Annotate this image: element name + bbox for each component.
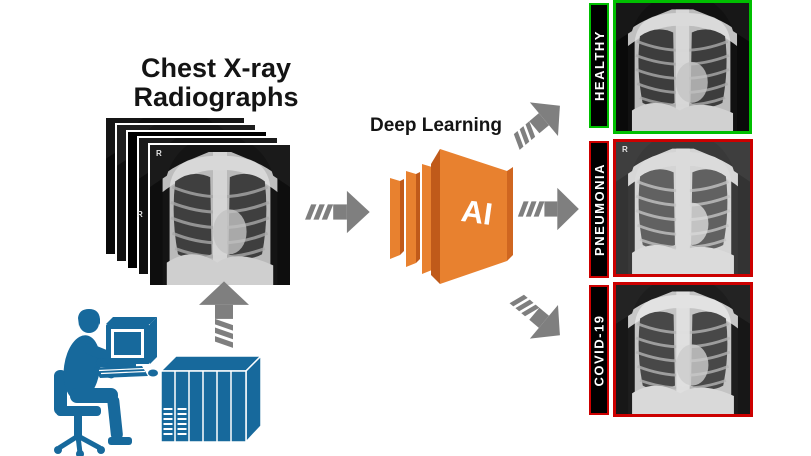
- category-xray-tile-healthy: [613, 0, 752, 134]
- category-label: COVID-19: [591, 314, 607, 386]
- r-marker: R: [622, 145, 628, 154]
- ai-text: AI: [459, 193, 495, 232]
- arrow-up-icon: [192, 279, 256, 351]
- category-xray-tile-covid: [613, 282, 753, 417]
- category-label-strip-pneumonia: PNEUMONIA: [589, 141, 609, 278]
- r-marker: R: [156, 149, 162, 158]
- r-marker: R: [137, 210, 143, 219]
- category-label: PNEUMONIA: [591, 163, 607, 256]
- category-xray-tile-pneumonia: R: [613, 139, 753, 277]
- deep-learning-label: Deep Learning: [370, 115, 502, 136]
- page-title-line2: Radiographs: [133, 82, 299, 113]
- page-title: Chest X-ray Radiographs: [96, 53, 336, 113]
- page-title-line1: Chest X-ray: [140, 53, 292, 83]
- arrow-right-icon: [515, 182, 581, 236]
- category-label-strip-covid: COVID-19: [589, 285, 609, 415]
- xray-image: R: [150, 145, 290, 285]
- category-label-strip-healthy: HEALTHY: [589, 3, 609, 128]
- category-label: HEALTHY: [591, 30, 607, 101]
- arrow-right-icon: [302, 185, 372, 239]
- xray-stack: R R: [106, 118, 292, 288]
- ai-layers-icon: AI: [385, 142, 515, 292]
- person-at-computer-icon: [52, 306, 187, 456]
- server-icon: [158, 350, 264, 452]
